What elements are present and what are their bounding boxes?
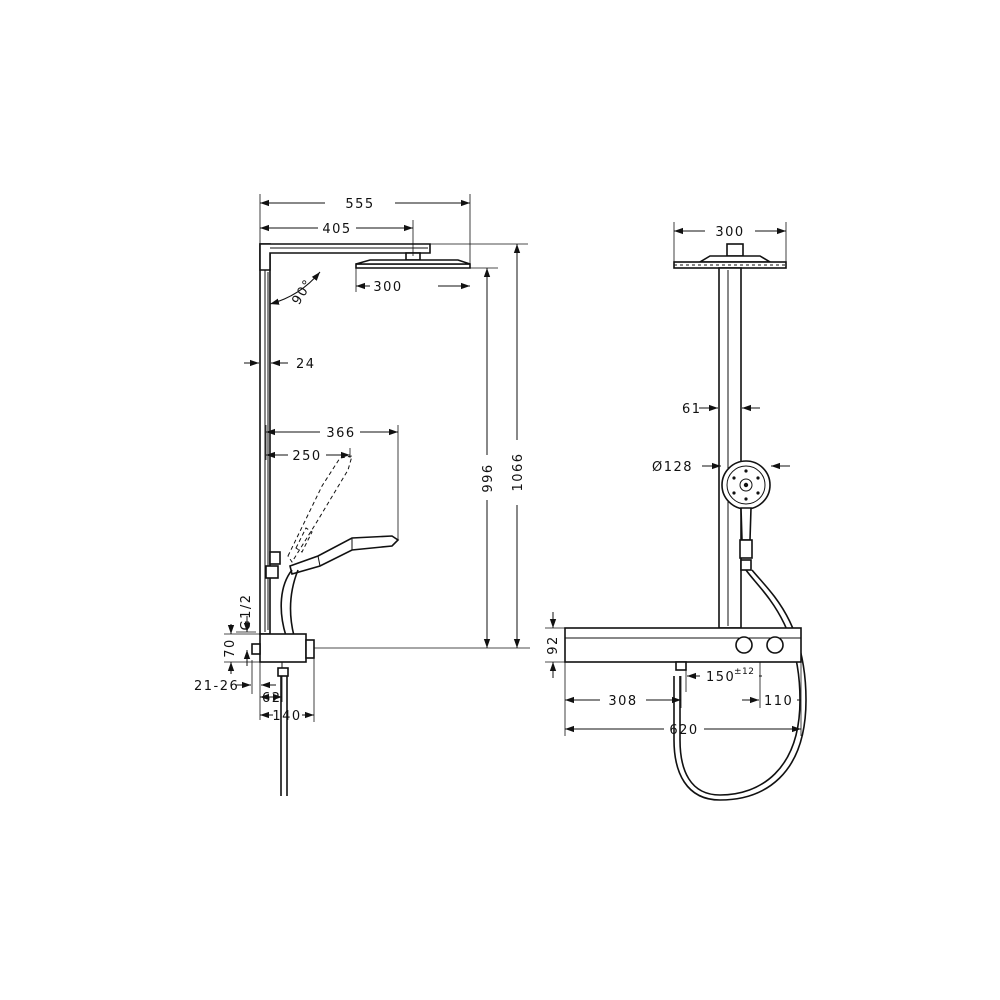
dim-620: 620 bbox=[669, 723, 698, 738]
dim-300-side: 300 bbox=[373, 280, 402, 295]
temperature-knob bbox=[735, 636, 753, 654]
dim-366: 366 bbox=[326, 426, 355, 441]
hose-front bbox=[679, 569, 801, 796]
hand-shower-front bbox=[721, 460, 771, 571]
slider-side bbox=[269, 551, 281, 565]
dim-150: 150 bbox=[706, 670, 735, 685]
dim-555: 555 bbox=[345, 197, 374, 212]
thermostat-bar bbox=[564, 627, 802, 671]
dim-110: 110 bbox=[764, 694, 793, 709]
shower-column-front bbox=[718, 267, 742, 629]
dim-308: 308 bbox=[608, 694, 637, 709]
overhead-shower-front bbox=[673, 243, 787, 269]
dim-1066: 1066 bbox=[511, 452, 526, 491]
dim-61: 61 bbox=[682, 402, 702, 417]
dim-405: 405 bbox=[322, 222, 351, 237]
dim-996: 996 bbox=[481, 463, 496, 492]
dim-70: 70 bbox=[223, 638, 238, 658]
dim-300-front: 300 bbox=[715, 225, 744, 240]
mixer-body-side bbox=[259, 633, 307, 663]
dim-140: 140 bbox=[272, 709, 301, 724]
dim-92: 92 bbox=[546, 635, 561, 655]
front-view: 300 61 Ø128 92 150 ±12 308 110 bbox=[545, 222, 807, 801]
dim-21-26: 21-26 bbox=[194, 679, 239, 694]
dim-150-tolerance: ±12 bbox=[734, 667, 755, 677]
flow-knob bbox=[766, 636, 784, 654]
dim-angle: 90° bbox=[289, 276, 316, 307]
hand-shower-side bbox=[289, 535, 400, 575]
hose-side bbox=[280, 569, 293, 637]
dim-d128: Ø128 bbox=[652, 460, 693, 475]
hand-shower-tilted bbox=[287, 455, 353, 563]
dim-24: 24 bbox=[296, 357, 316, 372]
side-view: 555 405 300 90° 24 366 250 996 bbox=[194, 194, 530, 796]
dim-62: 62 bbox=[262, 691, 282, 706]
dim-250: 250 bbox=[292, 449, 321, 464]
angle-arc bbox=[269, 271, 321, 305]
dim-g12: G1/2 bbox=[239, 594, 254, 631]
